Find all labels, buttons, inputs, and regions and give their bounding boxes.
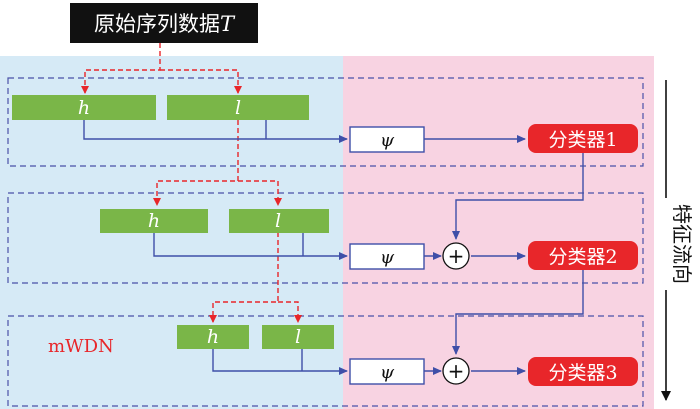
- right-panel: [343, 56, 654, 409]
- low-bar-1: [167, 95, 309, 120]
- low-label-3: l: [295, 326, 301, 348]
- level-3-frame: [7, 315, 644, 407]
- level-1-bars: h l: [12, 95, 309, 120]
- classifier-1-label: 分类器1: [548, 129, 617, 151]
- level-2-frame: [7, 192, 644, 284]
- low-label-2: l: [275, 210, 281, 232]
- plus-node-3: +: [442, 357, 470, 385]
- connection-lines: [83, 120, 584, 375]
- psi-label-3: ψ: [380, 362, 395, 383]
- plus-label-2: +: [448, 244, 465, 268]
- high-bar-1: [12, 95, 156, 120]
- high-bar-2: [100, 209, 208, 233]
- plus-node-2: +: [442, 242, 470, 270]
- low-bar-3: [262, 325, 334, 349]
- level-1-frame: [7, 77, 644, 167]
- classifier-2: 分类器2: [528, 241, 638, 270]
- low-bar-2: [229, 209, 329, 233]
- psi-box-3: ψ: [349, 358, 425, 385]
- psi-box-2: ψ: [349, 243, 425, 270]
- psi-label-1: ψ: [380, 130, 395, 151]
- classifier-3-label: 分类器3: [548, 362, 617, 384]
- high-label-1: h: [78, 97, 90, 119]
- input-data-box: [70, 3, 258, 43]
- flow-label-bg: [656, 198, 678, 290]
- psi-label-2: ψ: [380, 247, 395, 268]
- level-2-bars: h l: [100, 209, 329, 233]
- high-label-2: h: [148, 210, 160, 232]
- input-data-label: 原始序列数据T: [94, 12, 236, 36]
- feature-flow-label: 特征流向: [670, 204, 694, 284]
- classifier-2-label: 分类器2: [548, 246, 617, 268]
- high-label-3: h: [207, 326, 219, 348]
- plus-label-3: +: [448, 359, 465, 383]
- split-lines: [81, 43, 302, 323]
- classifier-3: 分类器3: [528, 357, 638, 386]
- level-3-bars: h l: [177, 325, 334, 349]
- classifier-1: 分类器1: [528, 124, 638, 153]
- psi-box-1: ψ: [349, 126, 425, 153]
- mwdn-label: mWDN: [48, 336, 114, 357]
- low-label-1: l: [235, 97, 241, 119]
- high-bar-3: [177, 325, 249, 349]
